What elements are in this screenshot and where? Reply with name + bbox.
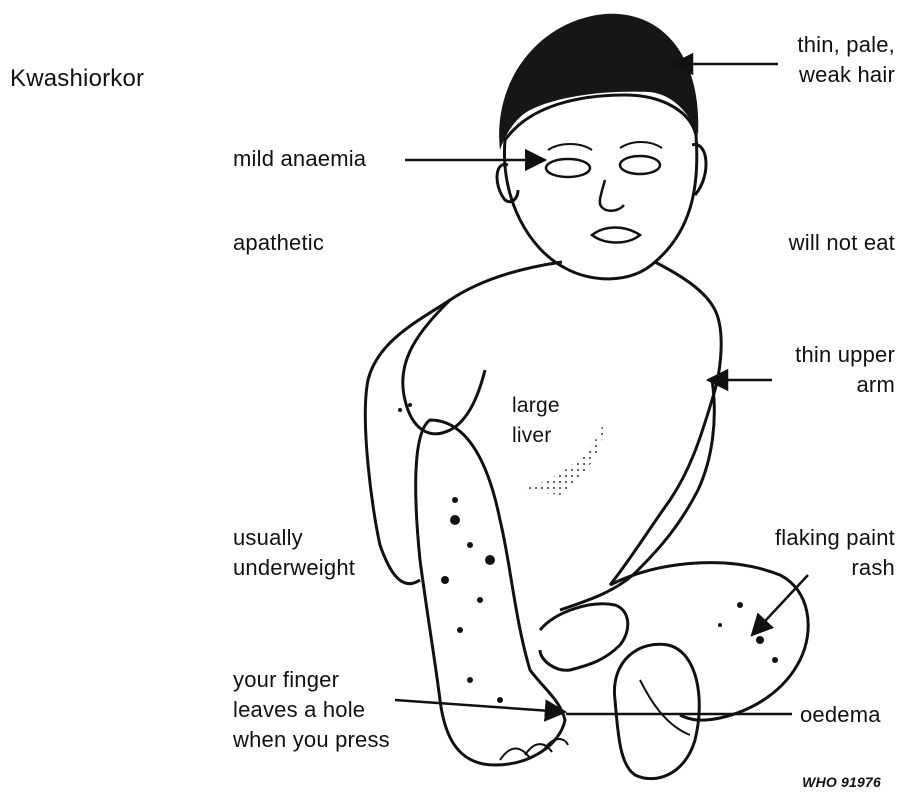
nose <box>600 180 624 211</box>
left-arm <box>403 300 485 434</box>
crossed-leg <box>610 563 808 720</box>
label-anaemia: mild anaemia <box>233 144 366 174</box>
finger-arrow <box>395 700 565 712</box>
label-apathetic: apathetic <box>233 228 324 258</box>
figure-credit: WHO 91976 <box>802 773 881 791</box>
label-will-not-eat: will not eat <box>789 228 895 258</box>
left-eye <box>546 159 590 177</box>
label-oedema: oedema <box>800 700 881 730</box>
hand <box>540 604 628 670</box>
label-liver: large liver <box>512 391 560 451</box>
label-hair: thin, pale, weak hair <box>797 30 895 90</box>
raised-leg <box>416 420 565 765</box>
sole-of-foot <box>614 644 699 778</box>
rash-marks <box>398 403 778 703</box>
right-arm <box>560 380 714 610</box>
label-upper-arm: thin upper arm <box>795 340 895 400</box>
right-eye <box>620 156 660 174</box>
hair-shape <box>499 14 698 150</box>
label-flaking-rash: flaking paint rash <box>775 523 895 583</box>
label-underweight: usually underweight <box>233 523 355 583</box>
diagram-title: Kwashiorkor <box>10 64 144 94</box>
head-outline <box>504 95 696 279</box>
label-finger-test: your finger leaves a hole when you press <box>233 665 390 755</box>
rash-arrow <box>752 575 808 635</box>
mouth <box>592 228 640 243</box>
